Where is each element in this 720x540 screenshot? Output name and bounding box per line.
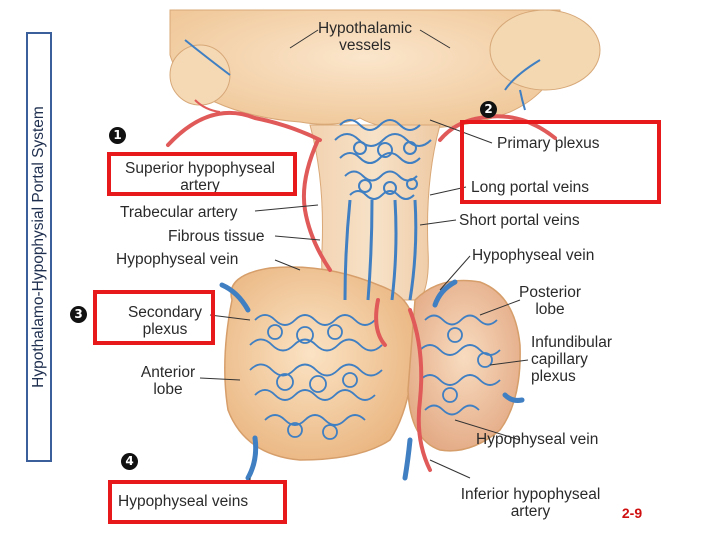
right-superior-artery	[438, 114, 557, 142]
label-hypophyseal-vein-left: Hypophyseal vein	[116, 251, 239, 268]
label-superior-line1: Superior hypophyseal	[125, 160, 275, 177]
arteries	[166, 110, 557, 472]
mammillary-region	[169, 44, 231, 106]
highlight-hypophyseal-veins	[108, 480, 287, 524]
label-posterior-lobe-line1: Posterior	[518, 284, 582, 301]
label-superior-line2: artery	[180, 177, 220, 194]
highlight-superior-hypophyseal-artery	[107, 152, 297, 196]
label-trabecular-artery: Trabecular artery	[120, 204, 238, 221]
label-hypophyseal-vein-lower-right: Hypophyseal vein	[476, 431, 599, 448]
label-short-portal-veins: Short portal veins	[459, 212, 580, 229]
label-inferior-line1: Inferior hypophyseal	[460, 486, 601, 503]
hypophyseal-vein-trunks	[219, 279, 525, 481]
hypothalamus-region	[169, 9, 601, 129]
label-infundibular-line1: Infundibular	[531, 334, 613, 351]
label-posterior-lobe-line2: lobe	[535, 301, 565, 318]
label-long-portal-veins: Long portal veins	[471, 179, 590, 196]
highlight-primary-plexus-long-portal-veins	[460, 120, 661, 204]
side-title: Hypothalamo-Hypophysial Portal System	[26, 32, 52, 462]
marker-3: 3	[70, 306, 87, 323]
label-hypophyseal-veins: Hypophyseal veins	[118, 493, 249, 510]
infundibular-plexus-network	[419, 314, 501, 416]
label-infundibular-line2: capillary	[531, 351, 588, 368]
label-infundibular-plexus: Infundibular capillary plexus	[531, 334, 612, 385]
superior-hypophyseal-artery	[166, 110, 322, 147]
portal-veins	[343, 199, 418, 301]
highlight-secondary-plexus	[93, 290, 215, 345]
optic-chiasm	[489, 9, 601, 91]
slide-number: 2-9	[621, 505, 643, 521]
primary-plexus-network	[334, 119, 432, 200]
inferior-hypophyseal-artery	[408, 308, 432, 472]
label-secondary-plexus: Secondary plexus	[118, 304, 212, 338]
hypothalamic-vessels	[184, 39, 541, 113]
anterior-lobe-shape	[224, 266, 417, 461]
label-secondary-line2: plexus	[142, 321, 188, 338]
label-hypophyseal-vein-right: Hypophyseal vein	[472, 247, 595, 264]
label-anterior-line2: lobe	[153, 381, 183, 398]
label-hypothalamic-vessels-line2: vessels	[339, 37, 391, 54]
label-infundibular-line3: plexus	[531, 368, 576, 385]
label-secondary-line1: Secondary	[127, 304, 203, 321]
label-anterior-line1: Anterior	[140, 364, 196, 381]
label-fibrous-tissue: Fibrous tissue	[168, 228, 265, 245]
label-hypothalamic-vessels: Hypothalamic vessels	[300, 20, 430, 54]
marker-4: 4	[121, 453, 138, 470]
label-inferior-line2: artery	[510, 503, 551, 520]
label-posterior-lobe: Posterior lobe	[515, 284, 585, 318]
label-anterior-lobe: Anterior lobe	[130, 364, 206, 398]
label-superior-hypophyseal-artery: Superior hypophyseal artery	[110, 160, 290, 194]
label-primary-plexus: Primary plexus	[497, 135, 600, 152]
trabecular-artery-vessel	[301, 138, 332, 272]
secondary-plexus-network	[249, 314, 383, 440]
label-inferior-hypophyseal-artery: Inferior hypophyseal artery	[448, 486, 613, 520]
marker-1: 1	[109, 127, 126, 144]
marker-2: 2	[480, 101, 497, 118]
label-hypothalamic-vessels-line1: Hypothalamic	[318, 20, 412, 37]
